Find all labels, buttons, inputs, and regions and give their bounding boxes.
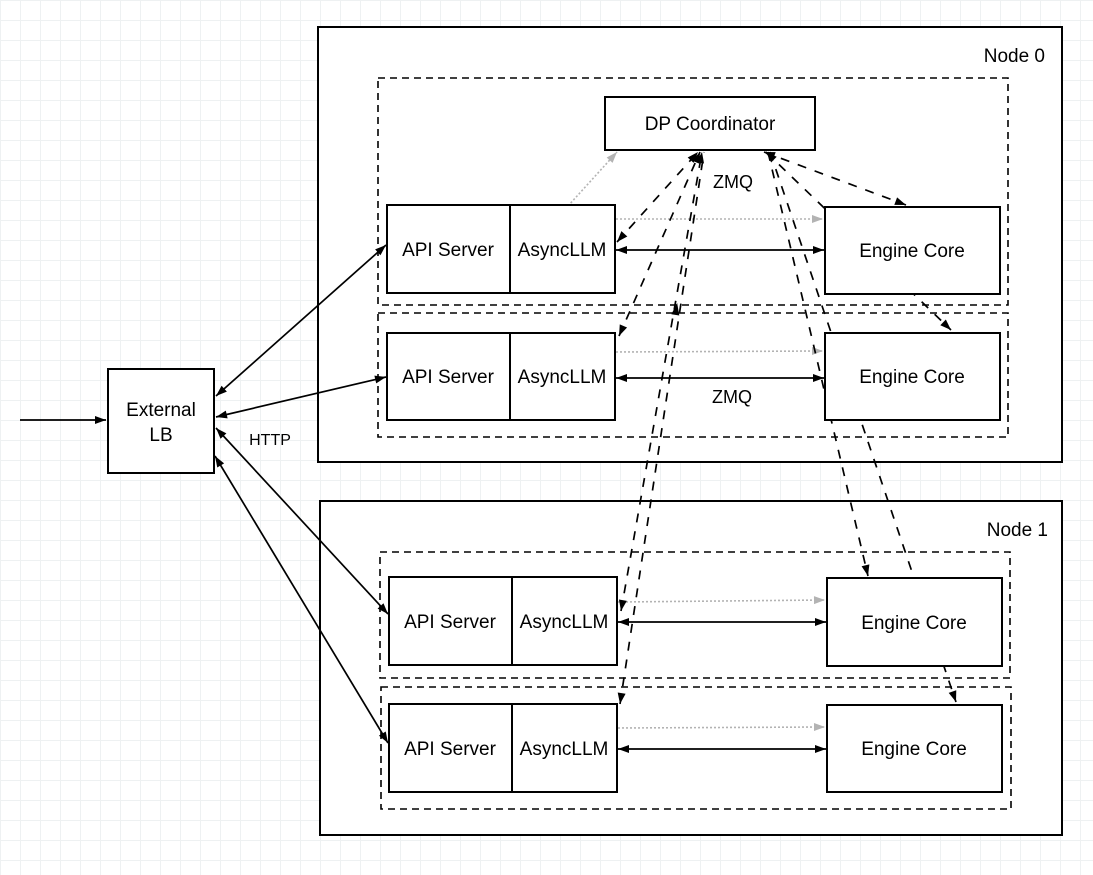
edge-asyncllm3-engine3-dotted (617, 723, 826, 732)
http-edge-label: HTTP (249, 432, 291, 449)
node1-row0-api-server-label: API Server (404, 612, 497, 633)
node1-replica1-dashed-group (380, 686, 1012, 810)
node0-row1-engine-core-label: Engine Core (859, 367, 965, 388)
node1-row0-asyncllm-label: AsyncLLM (520, 612, 609, 633)
node1-title: Node 1 (987, 520, 1048, 541)
mid-arrowhead-coordinator-line (671, 303, 680, 316)
node0-replica0-dashed-group (377, 77, 1009, 306)
edge-coordinator-engine3-dashed (769, 151, 957, 703)
node0-row1-engine-core-box (824, 332, 1001, 421)
node1-row1-asyncllm-label: AsyncLLM (520, 739, 609, 760)
dp-coordinator-box (604, 96, 816, 151)
node1-row1-api-server-label: API Server (404, 739, 497, 760)
node0-row1-api-server-label: API Server (402, 367, 495, 388)
zmq-coordinator-edge-label: ZMQ (713, 172, 753, 192)
edge-asyncllm0-coordinator-dotted (567, 151, 618, 207)
node1-row0-apiserver-asyncllm-box (388, 576, 618, 666)
node0-row0-engine-core-box (824, 206, 1001, 295)
node0-row0-apiserver-asyncllm-box (386, 204, 616, 294)
external-lb-label-line1: External (126, 400, 196, 421)
node0-row0-engine-core-label: Engine Core (859, 241, 965, 262)
zmq-engine-edge-label: ZMQ (712, 387, 752, 407)
node0-row0-api-server-label: API Server (402, 240, 495, 261)
edge-coordinator-engine2-dashed (767, 151, 870, 577)
node1-row1-engine-core-label: Engine Core (861, 739, 967, 760)
dp-coordinator-label: DP Coordinator (645, 114, 776, 135)
edge-asyncllm2-engine2-dotted (617, 596, 826, 605)
edge-lb-api-server-3 (214, 455, 389, 744)
external-lb-label-line2: LB (149, 425, 172, 446)
external-lb-box (107, 368, 215, 474)
edge-lb-api-server-1 (215, 375, 387, 419)
edge-asyncllm1-engine1-dotted (615, 347, 824, 356)
node1-row0-engine-core-label: Engine Core (861, 613, 967, 634)
node0-row1-asyncllm-label: AsyncLLM (518, 367, 607, 388)
edge-lb-api-server-0 (215, 244, 387, 397)
node1-row1-engine-core-box (826, 704, 1003, 793)
node0-title: Node 0 (984, 46, 1045, 67)
node1-row1-apiserver-asyncllm-box (388, 703, 618, 793)
node0-row0-asyncllm-label: AsyncLLM (518, 240, 607, 261)
edge-asyncllm3-coordinator-dashed (617, 151, 705, 705)
edge-asyncllm2-coordinator-dashed (618, 151, 705, 612)
node1-row0-engine-core-box (826, 577, 1003, 667)
node0-row1-apiserver-asyncllm-box (386, 332, 616, 421)
